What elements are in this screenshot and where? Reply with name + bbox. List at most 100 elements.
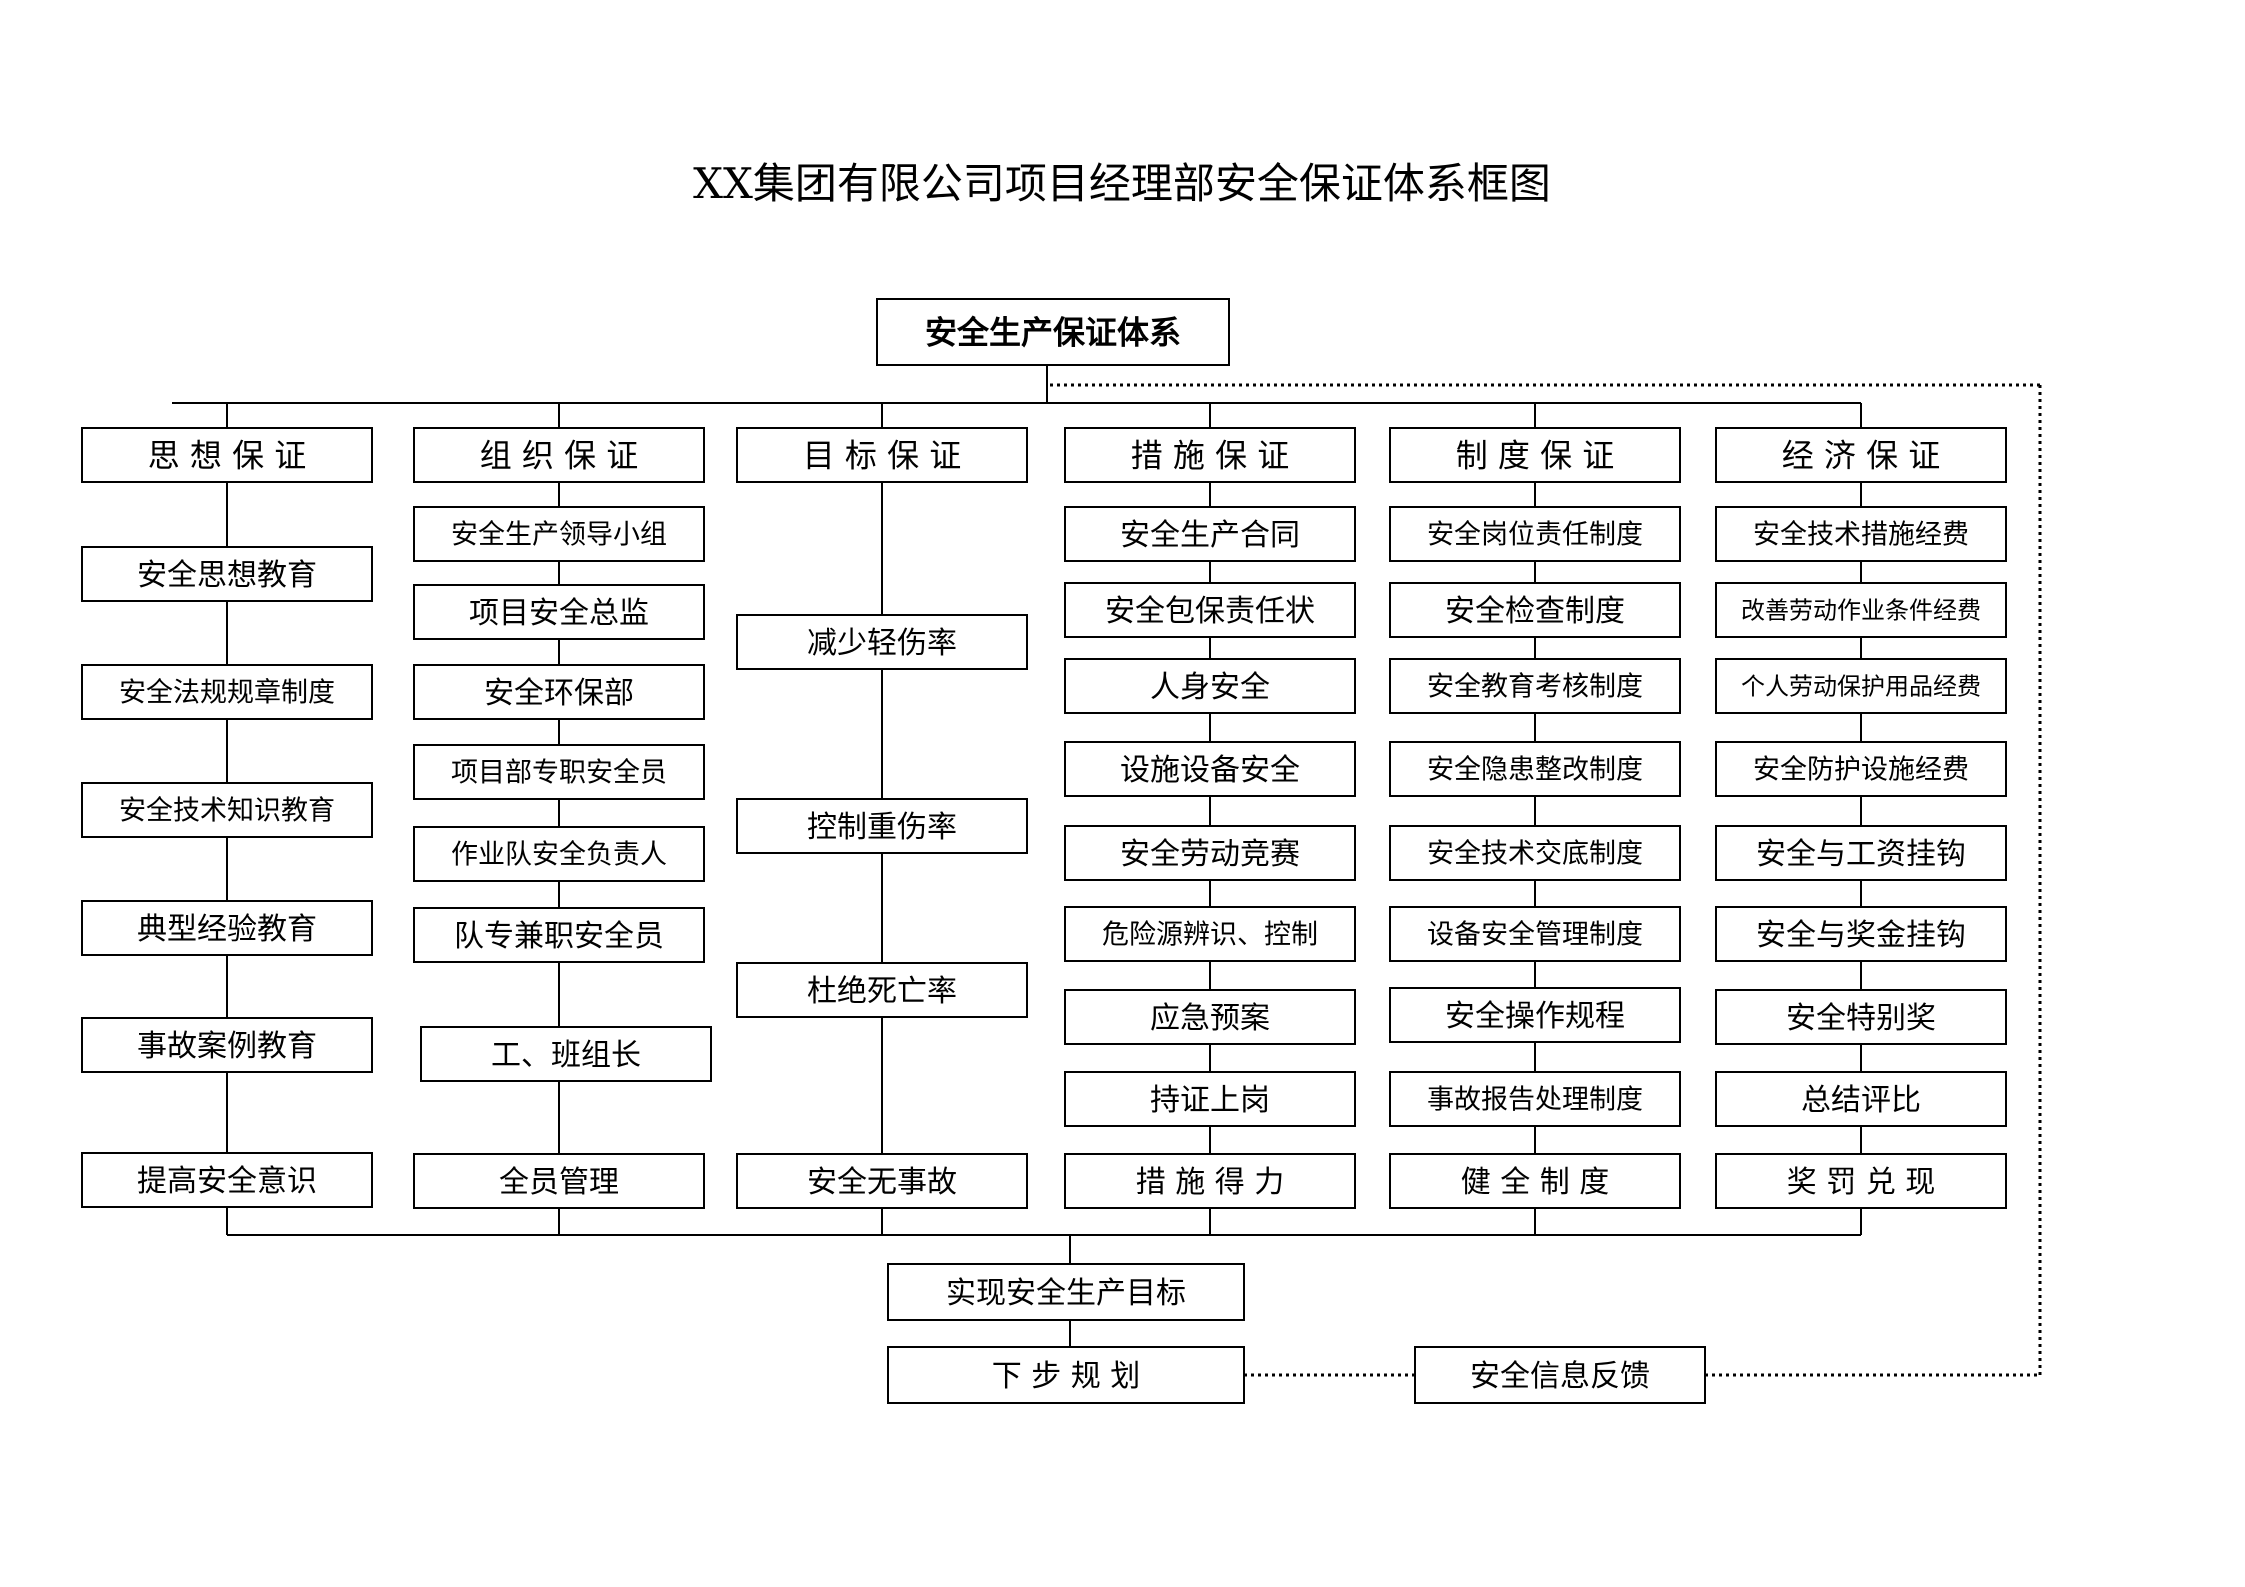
column-4-item-9-frame [1064,1153,1356,1209]
column-1-item-5-label: 事故案例教育 [137,1029,317,1064]
column-6-item-8-frame [1715,1071,2007,1127]
column-header-5: 制 度 保 证 [1389,427,1681,483]
column-1-item-2: 安全法规规章制度 [81,664,373,720]
column-6-item-8: 总结评比 [1715,1071,2007,1127]
column-4-item-4-frame [1064,741,1356,797]
connector-lines [172,365,2042,1377]
column-6-item-1-label: 安全技术措施经费 [1753,520,1969,551]
column-1-item-2-label: 安全法规规章制度 [119,678,335,709]
column-6-item-9-label: 奖 罚 兑 现 [1787,1165,1936,1200]
column-3-item-4: 安全无事故 [736,1153,1028,1209]
column-3-item-1: 减少轻伤率 [736,614,1028,670]
goal-box-frame [887,1263,1245,1321]
column-4-item-8: 持证上岗 [1064,1071,1356,1127]
column-header-3: 目 标 保 证 [736,427,1028,483]
column-header-5-frame [1389,427,1681,483]
column-1-item-1-frame [81,546,373,602]
column-5-item-9: 健 全 制 度 [1389,1153,1681,1209]
column-6-item-5-frame [1715,825,2007,881]
column-5-item-7: 安全操作规程 [1389,987,1681,1043]
column-header-5-label: 制 度 保 证 [1456,437,1615,475]
column-6-item-6-frame [1715,906,2007,962]
column-5-item-3-frame [1389,658,1681,714]
column-5-item-5-label: 安全技术交底制度 [1427,839,1643,870]
column-1-item-6: 提高安全意识 [81,1152,373,1208]
column-3-item-2: 控制重伤率 [736,798,1028,854]
column-4-item-5-label: 安全劳动竞赛 [1120,837,1300,872]
column-6-item-4: 安全防护设施经费 [1715,741,2007,797]
column-header-6-frame [1715,427,2007,483]
column-1-item-6-frame [81,1152,373,1208]
column-5-item-9-frame [1389,1153,1681,1209]
column-5-item-4: 安全隐患整改制度 [1389,741,1681,797]
column-5-item-3: 安全教育考核制度 [1389,658,1681,714]
column-6-item-3-frame [1715,658,2007,714]
column-2-item-2: 项目安全总监 [413,584,705,640]
column-2-item-6-frame [413,907,705,963]
column-header-4-frame [1064,427,1356,483]
column-5-item-2: 安全检查制度 [1389,582,1681,638]
column-6-item-7: 安全特别奖 [1715,989,2007,1045]
column-2-item-1-frame [413,506,705,562]
root-box: 安全生产保证体系 [876,298,1230,366]
column-2-item-5-label: 作业队安全负责人 [451,840,667,871]
column-4-item-2: 安全包保责任状 [1064,582,1356,638]
column-6-item-3-label: 个人劳动保护用品经费 [1741,673,1981,701]
column-6-item-8-label: 总结评比 [1801,1083,1921,1118]
column-5-item-8: 事故报告处理制度 [1389,1071,1681,1127]
column-2-item-8-label: 全员管理 [499,1165,619,1200]
column-1-item-3-label: 安全技术知识教育 [119,796,335,827]
column-5-item-8-frame [1389,1071,1681,1127]
column-4-item-6-frame [1064,906,1356,962]
column-header-2-frame [413,427,705,483]
column-4-item-1: 安全生产合同 [1064,506,1356,562]
column-5-item-1-frame [1389,506,1681,562]
column-4-item-4-label: 设施设备安全 [1120,753,1300,788]
column-6-item-2: 改善劳动作业条件经费 [1715,582,2007,638]
column-4-item-3-label: 人身安全 [1150,670,1270,705]
column-header-2-label: 组 织 保 证 [480,437,639,475]
column-1-item-1: 安全思想教育 [81,546,373,602]
column-header-4-label: 措 施 保 证 [1131,437,1290,475]
column-4-item-7: 应急预案 [1064,989,1356,1045]
column-4-item-9-label: 措 施 得 力 [1136,1165,1285,1200]
column-4-item-7-frame [1064,989,1356,1045]
column-header-2: 组 织 保 证 [413,427,705,483]
column-2-item-3-frame [413,664,705,720]
column-3-item-2-label: 控制重伤率 [807,810,957,845]
column-3-item-4-label: 安全无事故 [807,1165,957,1200]
column-5-item-5-frame [1389,825,1681,881]
column-3-item-1-frame [736,614,1028,670]
column-4-item-4: 设施设备安全 [1064,741,1356,797]
column-2-item-5-frame [413,826,705,882]
column-4-item-1-frame [1064,506,1356,562]
column-4-item-7-label: 应急预案 [1150,1001,1270,1036]
column-6-item-4-frame [1715,741,2007,797]
column-5-item-4-frame [1389,741,1681,797]
column-2-item-7: 工、班组长 [420,1026,712,1082]
goal-box-label: 实现安全生产目标 [946,1276,1186,1311]
column-6-item-9: 奖 罚 兑 现 [1715,1153,2007,1209]
feedback-box: 安全信息反馈 [1414,1346,1706,1404]
column-2-item-3-label: 安全环保部 [484,676,634,711]
column-4-item-6-label: 危险源辨识、控制 [1102,920,1318,951]
column-6-item-5: 安全与工资挂钩 [1715,825,2007,881]
feedback-box-frame [1414,1346,1706,1404]
column-header-1-label: 思 想 保 证 [148,437,307,475]
column-5-item-2-label: 安全检查制度 [1445,594,1625,629]
column-6-item-7-label: 安全特别奖 [1786,1001,1936,1036]
next-step-box-frame [887,1346,1245,1404]
column-3-item-4-frame [736,1153,1028,1209]
column-6-item-2-frame [1715,582,2007,638]
column-6-item-6: 安全与奖金挂钩 [1715,906,2007,962]
column-6-item-1: 安全技术措施经费 [1715,506,2007,562]
column-5-item-6-frame [1389,906,1681,962]
goal-box: 实现安全生产目标 [887,1263,1245,1321]
column-header-1-frame [81,427,373,483]
column-2-item-4-label: 项目部专职安全员 [451,758,667,789]
column-1-item-2-frame [81,664,373,720]
column-4-item-2-label: 安全包保责任状 [1105,594,1315,629]
column-5-item-9-label: 健 全 制 度 [1461,1165,1610,1200]
column-2-item-5: 作业队安全负责人 [413,826,705,882]
